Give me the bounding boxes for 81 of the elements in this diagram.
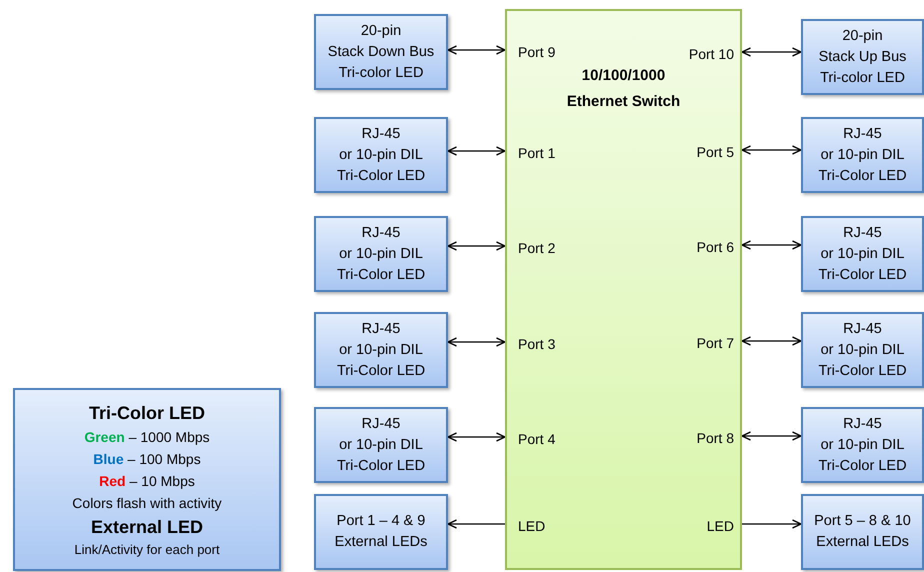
component-box xyxy=(314,14,448,90)
box-text: Tri-Color LED xyxy=(818,166,907,186)
double-arrow xyxy=(447,146,506,156)
switch-title: Ethernet Switch xyxy=(566,92,680,112)
switch-title: 10/100/1000 xyxy=(582,66,666,86)
box-text: or 10-pin DIL xyxy=(339,146,423,164)
port-label: Port 7 xyxy=(654,332,744,354)
port-label: Port 10 xyxy=(654,43,744,65)
legend-entry: Red – 10 Mbps xyxy=(99,472,195,491)
legend-entry: Blue – 100 Mbps xyxy=(93,450,201,469)
box-text: Tri-Color LED xyxy=(336,166,426,186)
box-text: Tri-Color LED xyxy=(818,362,907,380)
box-text: External LEDs xyxy=(816,533,909,552)
legend-box xyxy=(13,388,281,571)
legend-entry: Green – 1000 Mbps xyxy=(84,428,210,447)
port-label: Port 9 xyxy=(507,41,587,63)
box-text: or 10-pin DIL xyxy=(339,340,423,360)
component-box xyxy=(801,407,924,483)
switch-block xyxy=(505,9,742,570)
box-text: RJ-45 xyxy=(843,224,882,242)
box-text: RJ-45 xyxy=(362,320,400,338)
box-text: Tri-Color LED xyxy=(336,456,426,476)
box-text: External LEDs xyxy=(334,533,428,552)
box-text: Tri-Color LED xyxy=(336,362,426,380)
double-arrow xyxy=(447,241,506,251)
box-text: RJ-45 xyxy=(362,414,400,434)
legend-entry: Colors flash with activity xyxy=(72,494,222,513)
component-box xyxy=(314,216,448,292)
double-arrow xyxy=(741,336,802,346)
port-label: Port 1 xyxy=(507,142,587,164)
component-box xyxy=(801,216,924,292)
double-arrow xyxy=(447,519,505,529)
double-arrow xyxy=(741,240,802,250)
box-text: 20-pin xyxy=(360,22,402,40)
double-arrow xyxy=(741,145,802,155)
box-text: or 10-pin DIL xyxy=(820,244,904,264)
port-label: Port 3 xyxy=(507,333,587,355)
box-text: Stack Down Bus xyxy=(328,42,434,62)
component-box xyxy=(314,117,448,193)
box-text: Tri-Color LED xyxy=(818,456,907,476)
box-text: Port 5 – 8 & 10 xyxy=(814,512,911,531)
box-text: Tri-color LED xyxy=(338,64,424,82)
double-arrow xyxy=(447,45,506,55)
box-text: RJ-45 xyxy=(362,224,400,242)
port-label: Port 8 xyxy=(654,427,744,449)
box-text: Stack Up Bus xyxy=(818,48,906,66)
box-text: RJ-45 xyxy=(843,320,882,338)
port-label: Port 2 xyxy=(507,237,587,259)
box-text: or 10-pin DIL xyxy=(339,436,423,454)
legend-heading: External LED xyxy=(90,516,204,538)
port-label: LED xyxy=(507,515,587,537)
box-text: RJ-45 xyxy=(362,124,400,144)
legend-heading: Tri-Color LED xyxy=(89,402,205,424)
component-box xyxy=(801,494,924,570)
component-box xyxy=(314,407,448,483)
box-text: Tri-color LED xyxy=(820,68,905,88)
box-text: or 10-pin DIL xyxy=(820,146,904,164)
box-text: Tri-Color LED xyxy=(818,266,907,284)
component-box xyxy=(801,117,924,193)
double-arrow xyxy=(447,432,506,442)
component-box xyxy=(314,312,448,388)
component-box xyxy=(801,19,924,95)
port-label: LED xyxy=(654,515,744,537)
port-label: Port 6 xyxy=(654,236,744,258)
box-text: 20-pin xyxy=(842,26,883,46)
box-text: RJ-45 xyxy=(843,414,882,434)
port-label: Port 5 xyxy=(654,141,744,163)
double-arrow xyxy=(741,47,802,57)
port-label: Port 4 xyxy=(507,428,587,450)
legend-entry: Link/Activity for each port xyxy=(74,540,220,559)
double-arrow xyxy=(741,431,802,441)
box-text: or 10-pin DIL xyxy=(820,340,904,360)
box-text: or 10-pin DIL xyxy=(820,436,904,454)
box-text: or 10-pin DIL xyxy=(339,244,423,264)
component-box xyxy=(801,312,924,388)
box-text: Tri-Color LED xyxy=(336,266,426,284)
component-box xyxy=(314,494,448,570)
box-text: Port 1 – 4 & 9 xyxy=(336,512,426,531)
box-text: RJ-45 xyxy=(843,124,882,144)
double-arrow xyxy=(742,519,802,529)
double-arrow xyxy=(447,337,506,347)
